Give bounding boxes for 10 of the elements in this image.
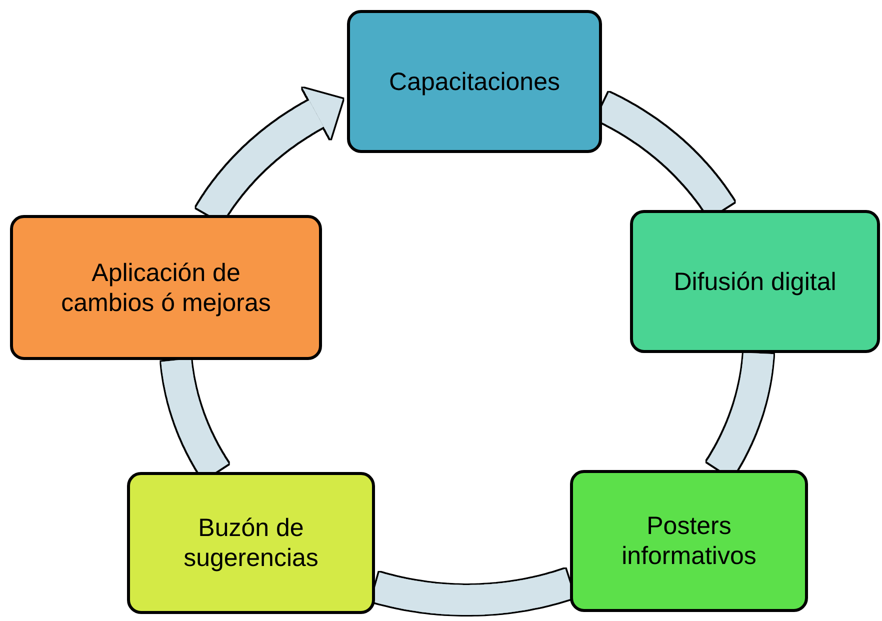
process-box [347, 10, 602, 153]
box-label: Aplicación de cambios ó mejoras [60, 258, 272, 318]
box-label: Posters informativos [620, 511, 758, 571]
process-box [630, 210, 880, 353]
process-box [127, 472, 375, 614]
box-label: Buzón de sugerencias [182, 513, 320, 573]
process-box [570, 470, 808, 612]
box-label: Difusión digital [674, 266, 836, 296]
box-label: Capacitaciones [389, 66, 560, 96]
process-box [10, 215, 322, 360]
